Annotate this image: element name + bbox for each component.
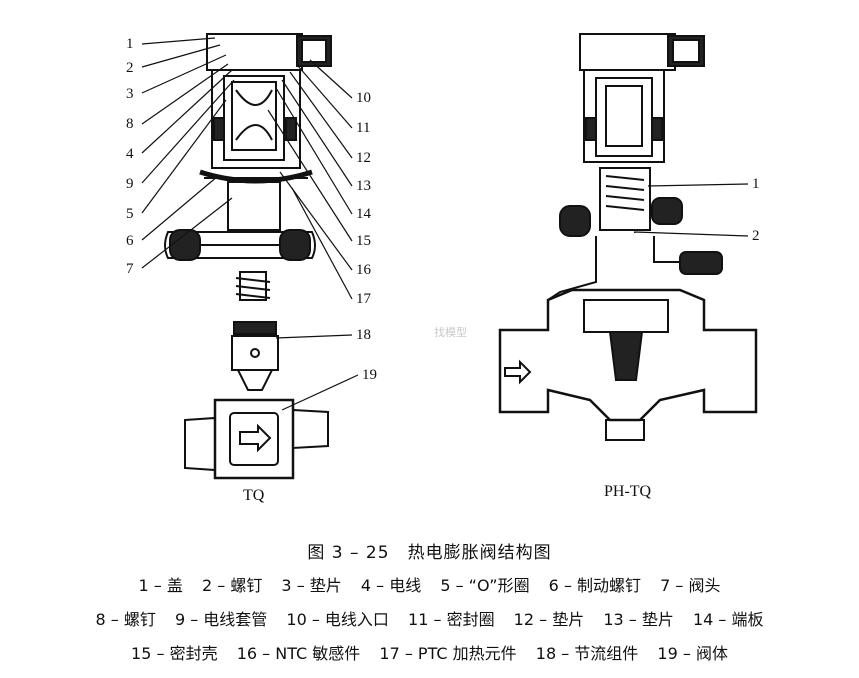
legend-item: 1 – 盖 xyxy=(138,576,183,595)
callout-label: 19 xyxy=(362,367,377,383)
legend-item: 12 – 垫片 xyxy=(513,610,585,629)
callout-label: 12 xyxy=(356,150,371,166)
callout-label: 14 xyxy=(356,206,371,222)
legend-item: 15 – 密封壳 xyxy=(131,644,218,663)
leader-lines-right xyxy=(267,59,749,411)
legend-item: 8 – 螺钉 xyxy=(95,610,156,629)
ph-tq-label: PH-TQ xyxy=(604,483,652,500)
legend-line-1: 1 – 盖 2 – 螺钉 3 – 垫片 4 – 电线 5 – “O”形圈 6 –… xyxy=(0,572,859,596)
callout-label: 13 xyxy=(356,178,371,194)
legend-item: 2 – 螺钉 xyxy=(201,576,263,595)
callout-label: 18 xyxy=(356,327,371,343)
callout-label: 3 xyxy=(126,86,134,102)
callout-label: 16 xyxy=(356,262,371,278)
tq-valve-head xyxy=(164,33,332,261)
callout-label: 10 xyxy=(356,90,371,106)
legend-item: 9 – 电线套管 xyxy=(174,610,268,629)
legend-line-3: 15 – 密封壳 16 – NTC 敏感件 17 – PTC 加热元件 18 –… xyxy=(0,640,859,664)
legend-item: 18 – 节流组件 xyxy=(535,644,639,663)
legend-item: 11 – 密封圈 xyxy=(408,610,495,629)
legend-item: 17 – PTC 加热元件 xyxy=(379,644,517,663)
legend-item: 14 – 端板 xyxy=(692,610,764,629)
callout-label: 9 xyxy=(126,176,134,192)
legend-item: 13 – 垫片 xyxy=(603,610,674,629)
legend-item: 4 – 电线 xyxy=(360,576,422,595)
legend-item: 10 – 电线入口 xyxy=(286,610,389,629)
legend-item: 6 – 制动螺钉 xyxy=(548,576,642,595)
legend-item: 7 – 阀头 xyxy=(660,576,721,595)
tq-throttle-assembly xyxy=(231,271,279,391)
callout-label: 17 xyxy=(356,291,371,307)
tq-valve-body xyxy=(184,398,329,480)
callout-label: 1 xyxy=(126,36,134,52)
callout-label: 6 xyxy=(126,233,134,249)
callout-label: 5 xyxy=(126,206,134,222)
callout-label: 15 xyxy=(356,233,371,249)
callout-label: 7 xyxy=(126,261,134,277)
legend-item: 3 – 垫片 xyxy=(281,576,342,595)
tq-label: TQ xyxy=(243,487,265,504)
legend-item: 19 – 阀体 xyxy=(657,644,728,663)
callout-label: 4 xyxy=(126,146,134,162)
callout-label: 8 xyxy=(126,116,134,132)
callout-label: 1 xyxy=(752,176,760,192)
callout-label: 11 xyxy=(356,120,371,136)
legend-item: 5 – “O”形圈 xyxy=(440,576,530,595)
watermark: 找模型 xyxy=(434,326,467,339)
callout-label: 2 xyxy=(752,228,760,244)
legend-item: 16 – NTC 敏感件 xyxy=(236,644,361,663)
figure-caption-title: 图 3 – 25 热电膨胀阀结构图 xyxy=(307,543,552,563)
valve-diagram xyxy=(141,33,758,480)
ph-tq-valve xyxy=(498,33,758,441)
callout-label: 2 xyxy=(126,60,134,76)
leader-lines-left xyxy=(141,37,235,269)
legend-line-2: 8 – 螺钉 9 – 电线套管 10 – 电线入口 11 – 密封圈 12 – … xyxy=(0,606,859,630)
